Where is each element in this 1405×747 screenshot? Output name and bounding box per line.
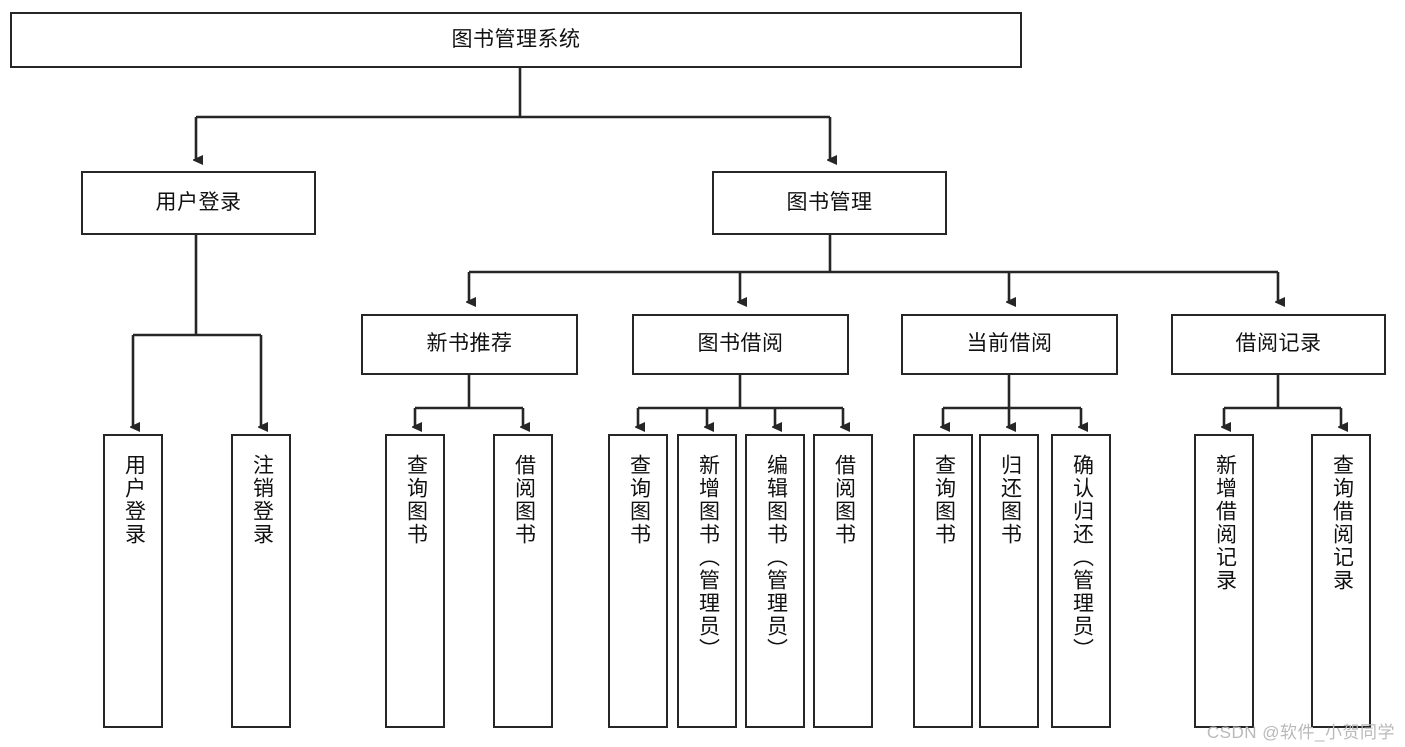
- leaf-user-login-login-label: 用户登录: [122, 454, 146, 546]
- leaf-book-borrow-query[interactable]: 查询图书: [608, 434, 668, 728]
- leaf-book-borrow-edit-label: 编辑图书（管理员）: [764, 454, 788, 661]
- leaf-borrow-record-add-label: 新增借阅记录: [1213, 454, 1237, 592]
- csdn-watermark: CSDN @软件_小贺同学: [1206, 723, 1395, 742]
- leaf-current-borrow-return-label: 归还图书: [998, 454, 1022, 546]
- leaf-current-borrow-confirm-return-label: 确认归还（管理员）: [1070, 454, 1094, 661]
- leaf-current-borrow-query-label: 查询图书: [932, 454, 956, 546]
- leaf-user-login-login[interactable]: 用户登录: [103, 434, 163, 728]
- node-user-login-label: 用户登录: [155, 190, 242, 214]
- leaf-book-borrow-edit[interactable]: 编辑图书（管理员）: [745, 434, 805, 728]
- node-borrow-record[interactable]: 借阅记录: [1171, 314, 1386, 375]
- leaf-book-borrow-query-label: 查询图书: [627, 454, 651, 546]
- node-new-book-recommend[interactable]: 新书推荐: [361, 314, 578, 375]
- node-root-label: 图书管理系统: [451, 27, 581, 51]
- node-book-borrow[interactable]: 图书借阅: [632, 314, 849, 375]
- leaf-new-book-query-label: 查询图书: [404, 454, 428, 546]
- leaf-book-borrow-borrow[interactable]: 借阅图书: [813, 434, 873, 728]
- leaf-user-login-logout-label: 注销登录: [250, 454, 274, 546]
- node-user-login[interactable]: 用户登录: [81, 171, 316, 235]
- leaf-borrow-record-query-label: 查询借阅记录: [1330, 454, 1354, 592]
- leaf-current-borrow-confirm-return[interactable]: 确认归还（管理员）: [1051, 434, 1111, 728]
- leaf-current-borrow-return[interactable]: 归还图书: [979, 434, 1039, 728]
- node-book-borrow-label: 图书借阅: [697, 332, 784, 356]
- leaf-borrow-record-add[interactable]: 新增借阅记录: [1194, 434, 1254, 728]
- node-current-borrow[interactable]: 当前借阅: [901, 314, 1118, 375]
- leaf-book-borrow-borrow-label: 借阅图书: [832, 454, 856, 546]
- node-root[interactable]: 图书管理系统: [10, 12, 1022, 68]
- node-book-management-label: 图书管理: [786, 190, 873, 214]
- leaf-current-borrow-query[interactable]: 查询图书: [913, 434, 973, 728]
- leaf-book-borrow-add[interactable]: 新增图书（管理员）: [677, 434, 737, 728]
- leaf-new-book-query[interactable]: 查询图书: [385, 434, 445, 728]
- leaf-user-login-logout[interactable]: 注销登录: [231, 434, 291, 728]
- leaf-book-borrow-add-label: 新增图书（管理员）: [696, 454, 720, 661]
- leaf-borrow-record-query[interactable]: 查询借阅记录: [1311, 434, 1371, 728]
- node-current-borrow-label: 当前借阅: [966, 332, 1053, 356]
- leaf-new-book-borrow-label: 借阅图书: [512, 454, 536, 546]
- node-new-book-recommend-label: 新书推荐: [426, 332, 513, 356]
- node-borrow-record-label: 借阅记录: [1235, 332, 1322, 356]
- node-book-management[interactable]: 图书管理: [712, 171, 947, 235]
- leaf-new-book-borrow[interactable]: 借阅图书: [493, 434, 553, 728]
